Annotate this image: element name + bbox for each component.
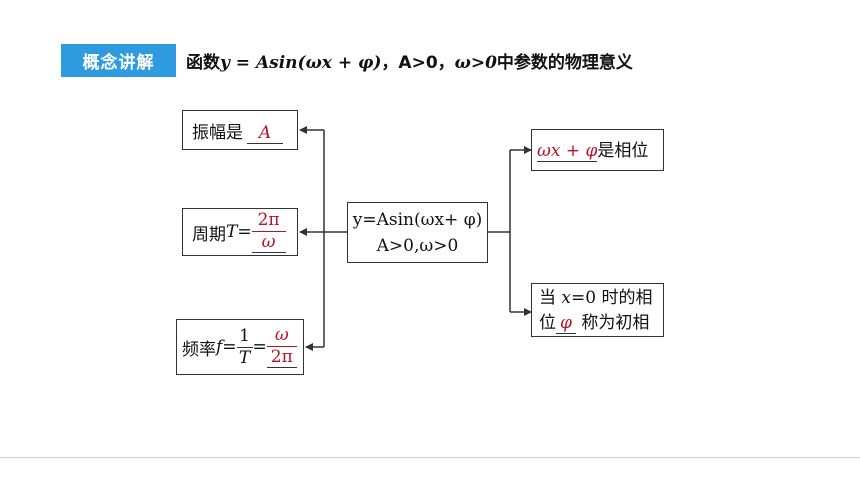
title-condition-omega: ω>0 bbox=[454, 53, 497, 73]
amplitude-label: 振幅是 bbox=[192, 123, 243, 143]
phase-box: ωx + φ是相位 bbox=[531, 129, 664, 171]
period-variable: T bbox=[226, 222, 238, 242]
period-equals: = bbox=[237, 222, 252, 242]
initial-phase-blank: φ bbox=[556, 313, 576, 334]
period-fraction: 2π ω bbox=[251, 211, 286, 253]
frequency-equals-2: = bbox=[252, 337, 267, 357]
amplitude-box: 振幅是 A bbox=[182, 110, 298, 150]
concept-badge: 概念讲解 bbox=[61, 44, 176, 77]
frequency-fraction-2: ω 2π bbox=[266, 326, 297, 368]
frequency-denominator-2: 2π bbox=[266, 347, 297, 368]
frequency-numerator-2: ω bbox=[266, 326, 297, 347]
period-label: 周期 bbox=[192, 224, 226, 245]
frequency-fraction-1: 1 T bbox=[236, 327, 253, 368]
footer-divider bbox=[0, 457, 860, 458]
amplitude-blank: A bbox=[247, 123, 283, 144]
initial-phase-text-a: 当 bbox=[539, 288, 562, 308]
initial-phase-text-d: 称为初相 bbox=[576, 313, 650, 333]
period-denominator: ω bbox=[251, 232, 286, 253]
frequency-numerator-1: 1 bbox=[236, 327, 253, 348]
frequency-denominator-1: T bbox=[238, 347, 251, 368]
title-formula: y = Asin(ωx + φ) bbox=[220, 53, 382, 73]
initial-phase-line-1: 当 x=0 时的相 bbox=[539, 286, 663, 311]
page-title: 函数y = Asin(ωx + φ)，A>0，ω>0中参数的物理意义 bbox=[186, 48, 633, 73]
center-formula: y=Asin(ωx+ φ) bbox=[352, 210, 483, 230]
period-box: 周期 T= 2π ω bbox=[182, 208, 298, 256]
initial-phase-answer: φ bbox=[560, 313, 572, 333]
center-formula-box: y=Asin(ωx+ φ) A>0,ω>0 bbox=[347, 202, 488, 263]
initial-phase-text-c: 位 bbox=[539, 313, 556, 333]
phase-label: 是相位 bbox=[597, 141, 649, 161]
amplitude-answer: A bbox=[258, 123, 272, 143]
frequency-equals-1: = bbox=[222, 337, 237, 357]
frequency-variable: f bbox=[216, 337, 223, 357]
initial-phase-variable: x bbox=[561, 288, 571, 308]
phase-answer: ωx + φ bbox=[537, 141, 598, 162]
center-condition: A>0,ω>0 bbox=[376, 236, 459, 256]
title-condition-a: ，A>0， bbox=[381, 53, 455, 73]
title-prefix: 函数 bbox=[186, 53, 220, 73]
title-suffix: 中参数的物理意义 bbox=[496, 53, 633, 73]
initial-phase-text-b: =0 时的相 bbox=[571, 288, 653, 308]
frequency-label: 频率 bbox=[182, 339, 216, 360]
period-numerator: 2π bbox=[251, 211, 286, 232]
